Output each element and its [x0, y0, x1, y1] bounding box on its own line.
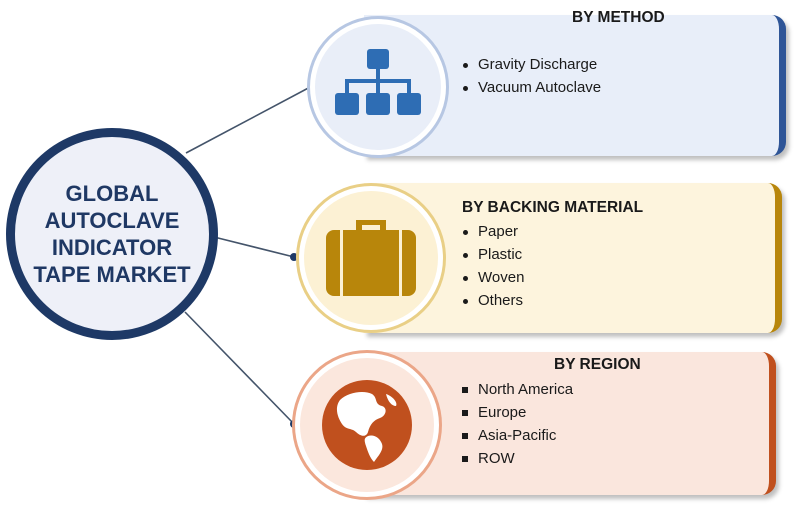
briefcase-icon — [326, 220, 416, 296]
list-item: Asia-Pacific — [460, 424, 573, 447]
backing-material-icon-circle — [296, 183, 446, 333]
method-icon-circle — [307, 16, 449, 158]
segment-item-list: Paper Plastic Woven Others — [460, 220, 524, 312]
globe-icon — [322, 380, 412, 470]
segment-item-list: Gravity Discharge Vacuum Autoclave — [460, 53, 601, 99]
list-item: Plastic — [460, 243, 524, 266]
region-icon-circle — [292, 350, 442, 500]
hub-title: GLOBAL AUTOCLAVE INDICATOR TAPE MARKET — [33, 181, 191, 287]
list-item: Woven — [460, 266, 524, 289]
list-item: Europe — [460, 401, 573, 424]
list-item: North America — [460, 378, 573, 401]
list-item: Gravity Discharge — [460, 53, 601, 76]
segment-item-list: North America Europe Asia-Pacific ROW — [460, 378, 573, 470]
list-item: Others — [460, 289, 524, 312]
segment-title: BY REGION — [554, 356, 641, 373]
list-item: ROW — [460, 447, 573, 470]
segment-title: BY METHOD — [572, 9, 665, 26]
segment-title: BY BACKING MATERIAL — [462, 199, 644, 216]
market-hub-circle: GLOBAL AUTOCLAVE INDICATOR TAPE MARKET — [6, 128, 218, 340]
list-item: Vacuum Autoclave — [460, 76, 601, 99]
hierarchy-icon — [335, 49, 421, 115]
list-item: Paper — [460, 220, 524, 243]
